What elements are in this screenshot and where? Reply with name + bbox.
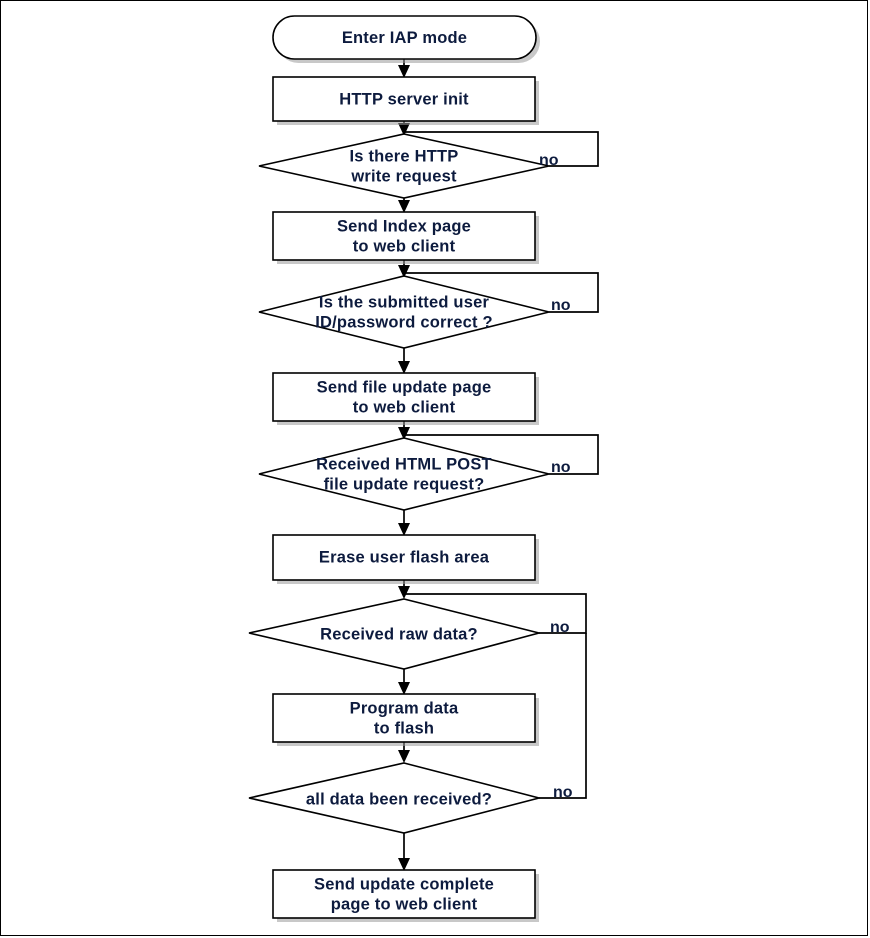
node-program-data-to-flash[interactable]: Program data to flash xyxy=(272,693,539,746)
send-update-complete-shape xyxy=(272,869,536,919)
decision-http-write-shape xyxy=(258,133,550,199)
edge-decision-raw-data-to-program-flash xyxy=(398,669,410,695)
send-file-update-page-label-line2: to web client xyxy=(353,398,456,416)
decision-all-data-received-shape xyxy=(248,762,543,834)
node-send-index-page[interactable]: Send Index page to web client xyxy=(272,211,539,264)
edge-decision-post-to-erase-flash xyxy=(398,510,410,536)
start-label: Enter IAP mode xyxy=(342,29,467,47)
branch-label-no-all-data: no xyxy=(553,784,573,801)
send-update-complete-label-line1: Send update complete xyxy=(314,875,494,893)
erase-user-flash-area-shape xyxy=(272,534,536,581)
edge-no-loop-all-data xyxy=(539,633,587,799)
http-server-init-label: HTTP server init xyxy=(339,90,469,108)
node-send-file-update-page[interactable]: Send file update page to web client xyxy=(272,372,539,425)
edge-decision-all-data-to-send-complete xyxy=(398,833,410,871)
program-data-to-flash-label-line1: Program data xyxy=(350,699,459,717)
branch-label-no-http-write: no xyxy=(539,152,559,169)
decision-post-request-shape xyxy=(258,437,550,511)
decision-credentials-label-line2: ID/password correct ? xyxy=(315,313,493,331)
decision-post-request-label-line2: file update request? xyxy=(324,475,485,493)
decision-all-data-received-label: all data been received? xyxy=(306,790,492,808)
node-http-server-init[interactable]: HTTP server init xyxy=(272,76,539,125)
send-index-page-label-line1: Send Index page xyxy=(337,217,471,235)
decision-http-write-label-line2: write request xyxy=(350,167,457,185)
decision-http-write-label-line1: Is there HTTP xyxy=(350,147,459,165)
edge-no-loop-raw-data xyxy=(404,593,587,634)
decision-raw-data-shape xyxy=(248,598,543,670)
node-decision-raw-data[interactable]: Received raw data? xyxy=(248,598,543,670)
send-index-page-shape xyxy=(272,211,536,261)
node-decision-all-data-received[interactable]: all data been received? xyxy=(248,762,543,834)
send-index-page-label-line2: to web client xyxy=(353,237,456,255)
decision-raw-data-label: Received raw data? xyxy=(320,625,478,643)
start-terminator-shape xyxy=(272,15,537,60)
send-file-update-page-label-line1: Send file update page xyxy=(317,378,492,396)
edge-decision-credentials-to-send-file-update xyxy=(398,348,410,374)
node-erase-user-flash-area[interactable]: Erase user flash area xyxy=(272,534,539,584)
program-data-to-flash-label-line2: to flash xyxy=(374,719,434,737)
node-decision-http-write[interactable]: Is there HTTP write request xyxy=(258,133,550,199)
edge-no-loop-http-write xyxy=(404,131,599,167)
decision-credentials-label-line1: Is the submitted user xyxy=(319,293,490,311)
branch-label-no-post-request: no xyxy=(551,459,571,476)
branch-label-no-credentials: no xyxy=(551,297,571,314)
node-decision-post-request[interactable]: Received HTML POST file update request? xyxy=(258,437,550,511)
send-file-update-page-shape xyxy=(272,372,536,422)
edge-decision-http-write-to-send-index xyxy=(398,198,410,213)
edge-no-loop-credentials xyxy=(404,272,599,313)
program-data-to-flash-shape xyxy=(272,693,536,743)
connector-layer xyxy=(398,59,599,871)
decision-credentials-shape xyxy=(258,275,550,349)
edge-no-loop-post xyxy=(404,434,599,475)
node-start[interactable]: Enter IAP mode xyxy=(272,15,540,63)
decision-post-request-label-line1: Received HTML POST xyxy=(316,455,492,473)
branch-label-no-raw-data: no xyxy=(550,619,570,636)
erase-user-flash-area-label: Erase user flash area xyxy=(319,548,490,566)
http-server-init-shape xyxy=(272,76,536,122)
node-send-update-complete[interactable]: Send update complete page to web client xyxy=(272,869,539,922)
node-decision-credentials[interactable]: Is the submitted user ID/password correc… xyxy=(258,275,550,349)
send-update-complete-label-line2: page to web client xyxy=(331,895,478,913)
branch-label-layer: no no no no no xyxy=(539,152,573,801)
